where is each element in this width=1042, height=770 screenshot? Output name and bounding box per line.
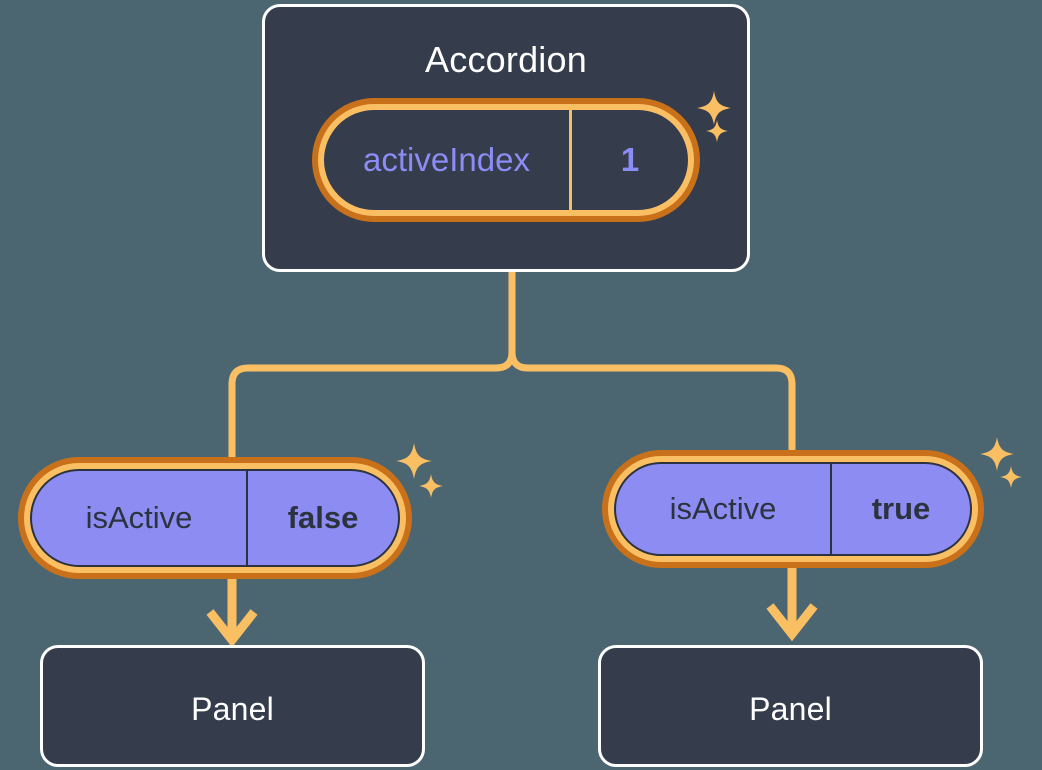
- chip-value-label: true: [871, 491, 931, 526]
- sparkle-small-icon: [419, 474, 443, 498]
- prop-chip-is-active-left[interactable]: isActive false: [18, 457, 412, 579]
- chip-body: isActive false: [30, 469, 400, 567]
- state-chip-active-index[interactable]: activeIndex 1: [312, 98, 700, 222]
- arrow-head-left: [206, 609, 258, 648]
- panel-title: Panel: [191, 691, 274, 727]
- chip-inner-ring: activeIndex 1: [318, 104, 694, 216]
- chip-outer-ring: isActive true: [602, 450, 984, 568]
- panel-component-card-right[interactable]: Panel: [598, 645, 983, 767]
- sparkle-large-icon: [980, 437, 1014, 471]
- chip-outer-ring: isActive false: [18, 457, 412, 579]
- chip-key-label: activeIndex: [324, 110, 572, 210]
- prop-chip-is-active-right[interactable]: isActive true: [602, 450, 984, 568]
- chip-key-label: isActive: [32, 471, 248, 565]
- chip-inner-ring: isActive true: [608, 456, 978, 562]
- connector-root-to-left: [228, 268, 516, 462]
- chip-outer-ring: activeIndex 1: [312, 98, 700, 222]
- chip-body: activeIndex 1: [324, 110, 688, 210]
- sparkle-small-icon: [706, 120, 728, 142]
- sparkle-large-icon: [697, 91, 731, 125]
- sparkle-small-icon: [1000, 466, 1022, 488]
- sparkle-large-icon: [396, 443, 432, 479]
- chip-value-label: 1: [620, 141, 640, 178]
- chip-inner-ring: isActive false: [24, 463, 406, 573]
- panel-title: Panel: [749, 691, 832, 727]
- arrow-head-right: [766, 603, 818, 642]
- panel-component-card-left[interactable]: Panel: [40, 645, 425, 767]
- chip-value-label: false: [287, 500, 359, 535]
- chip-body: isActive true: [614, 462, 972, 556]
- accordion-title: Accordion: [425, 39, 587, 80]
- connector-root-to-right: [508, 268, 796, 456]
- chip-key-label: isActive: [616, 464, 832, 554]
